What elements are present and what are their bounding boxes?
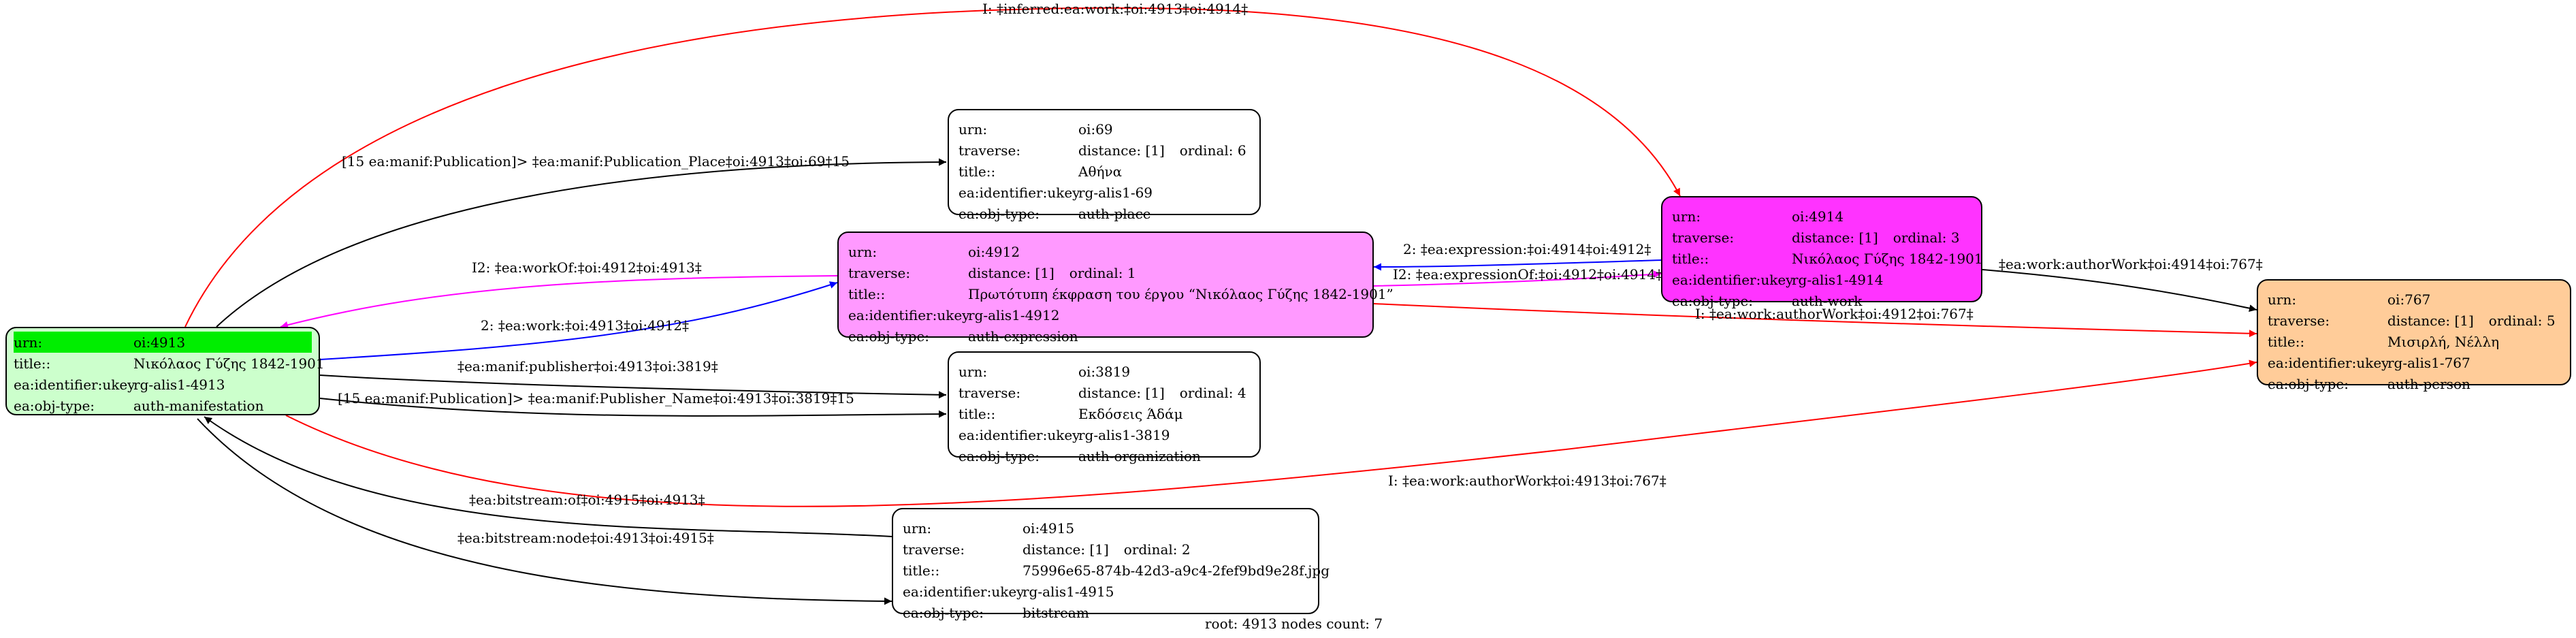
edge-label-publisher-name: [15 ea:manif:Publication]> ‡ea:manif:Pub… bbox=[338, 390, 854, 406]
node-69[interactable]: urn:oi:69 traverse:distance: [1]ordinal:… bbox=[948, 109, 1261, 222]
edge-label-publication-place: [15 ea:manif:Publication]> ‡ea:manif:Pub… bbox=[342, 153, 850, 170]
node-field-urn: urn:oi:4915 bbox=[903, 520, 1075, 537]
node-field-urn: urn:oi:69 bbox=[959, 121, 1113, 138]
node-field-obj-type: ea:obj-type:auth-organization bbox=[959, 447, 1201, 464]
node-field-obj-type: ea:obj-type:auth-work bbox=[1672, 292, 1863, 309]
graph-footer: root: 4913 nodes count: 7 bbox=[1205, 616, 1383, 632]
edge-bitstream-node bbox=[197, 418, 892, 605]
node-3819[interactable]: urn:oi:3819 traverse:distance: [1]ordina… bbox=[948, 351, 1261, 464]
edge-label-author-work-4913: I: ‡ea:work:authorWork‡oi:4913‡oi:767‡ bbox=[1388, 473, 1667, 489]
edge-label-publisher: ‡ea:manif:publisher‡oi:4913‡oi:3819‡ bbox=[457, 358, 718, 374]
node-4913[interactable]: urn: oi:4913 title:: Νικόλαος Γύζης 1842… bbox=[5, 327, 325, 415]
node-field-traverse: traverse:distance: [1]ordinal: 6 bbox=[959, 142, 1246, 159]
node-4915[interactable]: urn:oi:4915 traverse:distance: [1]ordina… bbox=[892, 508, 1330, 621]
edge-inferred-work bbox=[184, 7, 1681, 328]
node-4914[interactable]: urn:oi:4914 traverse:distance: [1]ordina… bbox=[1661, 196, 1983, 309]
edge-publisher bbox=[319, 374, 947, 399]
node-field-obj-type: ea:obj-type:auth-person bbox=[2268, 375, 2470, 392]
edge-label-bitstream-node: ‡ea:bitstream:node‡oi:4913‡oi:4915‡ bbox=[457, 530, 714, 546]
node-field-title: title::Εκδόσεις Άδάμ bbox=[959, 405, 1183, 422]
edge-expression bbox=[1373, 259, 1662, 271]
edge-publication-place bbox=[216, 158, 947, 328]
node-field-title: title::75996e65-874b-42d3-a9c4-2fef9bd9e… bbox=[903, 562, 1330, 579]
edge-ea-work bbox=[319, 281, 838, 360]
node-field-title: title::Νικόλαος Γύζης 1842-1901 bbox=[1672, 250, 1983, 267]
node-767[interactable]: urn:oi:767 traverse:distance: [1]ordinal… bbox=[2257, 279, 2571, 392]
node-field-traverse: traverse:distance: [1]ordinal: 5 bbox=[2268, 312, 2556, 329]
edge-publisher-name bbox=[319, 398, 947, 418]
node-field-title: title::Αθήνα bbox=[959, 163, 1123, 180]
edge-author-work-4913 bbox=[285, 360, 2257, 507]
node-field-traverse: traverse:distance: [1]ordinal: 2 bbox=[903, 541, 1191, 558]
node-field-obj-type: ea:obj-type:auth-expression bbox=[848, 328, 1078, 345]
edge-author-work-4914 bbox=[1982, 269, 2257, 313]
edge-label-author-work-4912: I: ‡ea:work:authorWork‡oi:4912‡oi:767‡ bbox=[1695, 306, 1974, 322]
edge-label-expression: 2: ‡ea:expression:‡oi:4914‡oi:4912‡ bbox=[1403, 241, 1652, 257]
edge-label-inferred-work: I: ‡inferred:ea:work:‡oi:4913‡oi:4914‡ bbox=[982, 1, 1249, 17]
edge-label-ea-work: 2: ‡ea:work:‡oi:4913‡oi:4912‡ bbox=[481, 317, 690, 334]
edge-work-of bbox=[280, 275, 838, 329]
node-field-title: title::Πρωτότυπη έκφραση του έργου “Νικό… bbox=[848, 285, 1394, 302]
edge-label-expression-of: I2: ‡ea:expressionOf:‡oi:4912‡oi:4914‡ bbox=[1393, 266, 1663, 283]
node-field-obj-type: ea:obj-type: auth-manifestation bbox=[14, 397, 264, 414]
node-field-urn: urn:oi:4914 bbox=[1672, 208, 1844, 225]
edge-expression-of bbox=[1373, 270, 1662, 287]
node-field-urn: urn:oi:3819 bbox=[959, 363, 1131, 380]
node-field-traverse: traverse:distance: [1]ordinal: 1 bbox=[848, 264, 1136, 281]
edge-label-work-of: I2: ‡ea:workOf:‡oi:4912‡oi:4913‡ bbox=[472, 259, 702, 276]
edge-label-bitstream-of: ‡ea:bitstream:of‡oi:4915‡oi:4913‡ bbox=[469, 492, 705, 508]
node-field-urn: urn:oi:4912 bbox=[848, 243, 1020, 260]
node-field-ukey: ea:identifier:ukey rg-alis1-4913 bbox=[14, 376, 225, 393]
edge-author-work-4912 bbox=[1373, 303, 2257, 338]
node-field-traverse: traverse:distance: [1]ordinal: 3 bbox=[1672, 229, 1960, 246]
node-field-urn: urn:oi:767 bbox=[2268, 291, 2431, 308]
node-field-obj-type: ea:obj-type:bitstream bbox=[903, 604, 1089, 621]
edge-label-author-work-4914: ‡ea:work:authorWork‡oi:4914‡oi:767‡ bbox=[1999, 256, 2263, 272]
node-field-title: title:: Νικόλαος Γύζης 1842-1901 bbox=[14, 355, 325, 372]
edge-bitstream-of bbox=[204, 416, 892, 537]
node-field-urn: urn: oi:4913 bbox=[14, 332, 312, 353]
node-field-obj-type: ea:obj-type:auth-place bbox=[959, 205, 1151, 222]
node-field-title: title::Μισιρλή, Νέλλη bbox=[2268, 333, 2500, 350]
node-4912[interactable]: urn:oi:4912 traverse:distance: [1]ordina… bbox=[837, 232, 1394, 345]
node-field-traverse: traverse:distance: [1]ordinal: 4 bbox=[959, 384, 1246, 401]
